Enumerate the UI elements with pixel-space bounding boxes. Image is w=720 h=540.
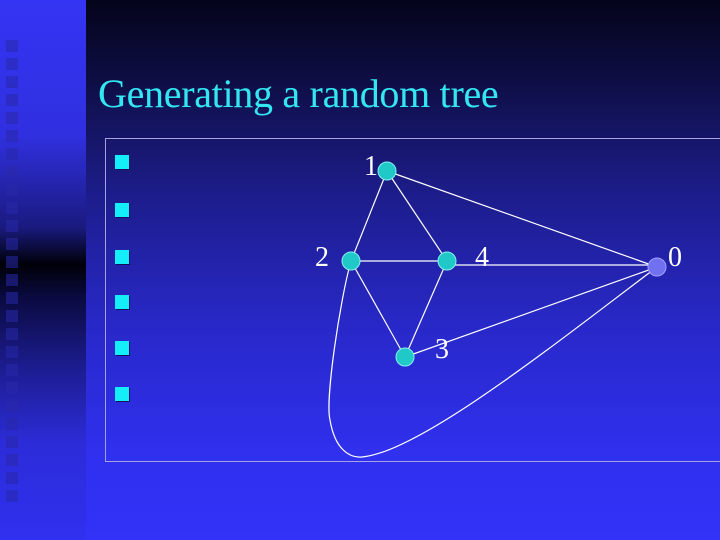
graph-nodes xyxy=(341,161,667,367)
edge-4-3 xyxy=(404,260,448,358)
graph-edges xyxy=(328,170,658,458)
node-labels: 1 2 4 3 0 xyxy=(315,151,682,365)
bullet-icon xyxy=(115,155,129,169)
edge-1-2 xyxy=(350,170,388,262)
left-decorative-panel xyxy=(0,0,86,540)
node-0 xyxy=(647,257,667,277)
edge-2-3 xyxy=(350,260,406,358)
bullet-icon xyxy=(115,203,129,217)
bullet-icon xyxy=(115,387,129,401)
slide-title: Generating a random tree xyxy=(98,71,499,116)
decorative-square-strip xyxy=(6,40,18,508)
node-label-1: 1 xyxy=(364,151,378,182)
node-label-2: 2 xyxy=(315,242,329,273)
edge-1-0 xyxy=(386,170,658,268)
edge-2-0-curve xyxy=(328,260,658,458)
node-4 xyxy=(437,251,457,271)
content-box xyxy=(105,138,720,462)
node-2 xyxy=(341,251,361,271)
node-label-3: 3 xyxy=(435,334,449,365)
edge-3-0 xyxy=(404,266,658,358)
node-1 xyxy=(377,161,397,181)
bullet-icon xyxy=(115,250,129,264)
node-label-0: 0 xyxy=(668,242,682,273)
bullet-icon xyxy=(115,341,129,355)
node-3 xyxy=(395,347,415,367)
bullet-icon xyxy=(115,295,129,309)
edge-1-4 xyxy=(386,170,448,262)
node-label-4: 4 xyxy=(475,242,489,273)
